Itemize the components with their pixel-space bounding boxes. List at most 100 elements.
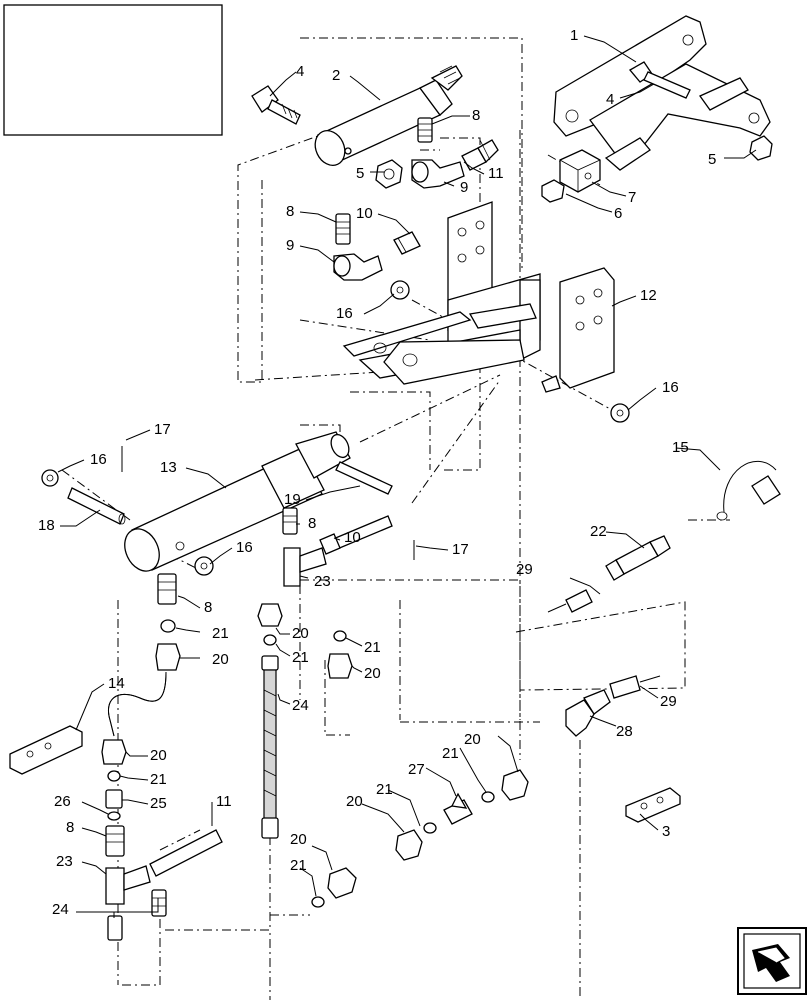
pin-part-18 bbox=[67, 487, 126, 525]
callout-29-a: 29 bbox=[516, 561, 533, 578]
callout-1: 1 bbox=[570, 27, 578, 44]
nut-part-20-bottom3 bbox=[501, 769, 529, 801]
callout-9-a: 9 bbox=[460, 179, 468, 196]
adapter-part-10-mid bbox=[393, 231, 421, 255]
callout-20-e: 20 bbox=[346, 793, 363, 810]
callout-24-b: 24 bbox=[52, 901, 69, 918]
ring-part-21-left-lower bbox=[107, 770, 121, 782]
hose-part-29-upper bbox=[547, 589, 593, 613]
hose-part-29-lower bbox=[609, 675, 661, 699]
arrow-back-icon[interactable] bbox=[737, 927, 807, 995]
callout-7: 7 bbox=[628, 189, 636, 206]
callout-20-d: 20 bbox=[150, 747, 167, 764]
callout-21-d: 21 bbox=[150, 771, 167, 788]
ring-part-21-left bbox=[160, 619, 176, 633]
washer-part-16-left bbox=[41, 469, 59, 487]
bolt-part-4-upper bbox=[251, 85, 301, 125]
fitting-part-25 bbox=[105, 789, 123, 809]
elbow-part-9-mid bbox=[333, 253, 383, 281]
hose-part-14-loop bbox=[108, 671, 167, 737]
callout-16-c: 16 bbox=[90, 451, 107, 468]
callout-20-f: 20 bbox=[290, 831, 307, 848]
elbow-part-28 bbox=[565, 689, 611, 737]
nut-part-5-bracket bbox=[749, 135, 773, 161]
adapter-part-24-right bbox=[151, 889, 167, 917]
callout-20-c: 20 bbox=[364, 665, 381, 682]
callout-8-d: 8 bbox=[204, 599, 212, 616]
fitting-part-8-upper bbox=[417, 117, 433, 143]
ring-part-26 bbox=[107, 811, 121, 821]
nut-part-20-left-lower bbox=[101, 739, 127, 765]
callout-11-b: 11 bbox=[216, 793, 232, 810]
nut-part-20-right bbox=[327, 653, 353, 679]
callout-4-bracket: 4 bbox=[606, 91, 614, 108]
fitting-part-8-bottom bbox=[105, 825, 125, 857]
callout-12: 12 bbox=[640, 287, 657, 304]
fitting-part-8-lower-right bbox=[282, 507, 298, 535]
hose-part-11-lower bbox=[149, 829, 223, 877]
washer-part-16-upper bbox=[390, 280, 410, 300]
callout-9-b: 9 bbox=[286, 237, 294, 254]
callout-23-b: 23 bbox=[56, 853, 73, 870]
callout-20-b: 20 bbox=[292, 625, 309, 642]
nut-part-20-bottom bbox=[327, 867, 357, 899]
callout-10-b: 10 bbox=[344, 529, 361, 546]
elbow-part-9-upper bbox=[411, 159, 465, 189]
frame-part-12 bbox=[342, 201, 615, 393]
block-part-7 bbox=[559, 149, 601, 193]
callout-27: 27 bbox=[408, 761, 425, 778]
fitting-part-8-mid bbox=[335, 213, 351, 245]
callout-21-c: 21 bbox=[364, 639, 381, 656]
callout-4-upper: 4 bbox=[296, 63, 304, 80]
ring-part-21-mid bbox=[263, 634, 277, 646]
callout-3: 3 bbox=[662, 823, 670, 840]
adapter-part-24-left bbox=[107, 915, 123, 941]
callout-14: 14 bbox=[108, 675, 125, 692]
pin-part-19 bbox=[335, 461, 393, 495]
nut-part-6 bbox=[541, 179, 565, 203]
callout-16-d: 16 bbox=[236, 539, 253, 556]
callout-21-f: 21 bbox=[290, 857, 307, 874]
washer-part-16-right bbox=[610, 403, 630, 423]
nut-part-5-upper bbox=[375, 159, 403, 189]
callout-20-a: 20 bbox=[212, 651, 229, 668]
lower-cylinder-part-13 bbox=[124, 431, 351, 572]
callout-16-b: 16 bbox=[662, 379, 679, 396]
tee-part-23-upper bbox=[283, 547, 327, 587]
callout-15: 15 bbox=[672, 439, 689, 456]
callout-23-a: 23 bbox=[314, 573, 331, 590]
bracket-part-1 bbox=[553, 15, 771, 171]
callout-24-a: 24 bbox=[292, 697, 309, 714]
callout-11-a: 11 bbox=[488, 165, 504, 182]
callout-5-bracket: 5 bbox=[708, 151, 716, 168]
assembly-dash-lines bbox=[61, 37, 730, 1000]
hose-part-24-mid bbox=[261, 655, 279, 839]
callout-13: 13 bbox=[160, 459, 177, 476]
callout-21-g: 21 bbox=[442, 745, 459, 762]
callout-2: 2 bbox=[332, 67, 340, 84]
callout-19: 19 bbox=[284, 491, 301, 508]
callout-labels: 1 2 4 4 5 5 6 7 8 8 8 8 8 9 9 10 10 11 1… bbox=[38, 27, 716, 918]
callout-17-b: 17 bbox=[452, 541, 469, 558]
callout-8-c: 8 bbox=[308, 515, 316, 532]
fitting-part-8-left bbox=[157, 573, 177, 605]
upper-cylinder-part-2 bbox=[314, 65, 463, 167]
callout-25: 25 bbox=[150, 795, 167, 812]
callout-16-a: 16 bbox=[336, 305, 353, 322]
callout-8-a: 8 bbox=[472, 107, 480, 124]
callout-17-a: 17 bbox=[154, 421, 171, 438]
tee-part-23-lower bbox=[105, 865, 151, 905]
coupler-part-22 bbox=[605, 535, 671, 581]
nut-part-20-bottom2 bbox=[395, 829, 423, 861]
callout-28: 28 bbox=[616, 723, 633, 740]
callout-10-a: 10 bbox=[356, 205, 373, 222]
ring-part-21-right bbox=[333, 630, 347, 642]
callout-6: 6 bbox=[614, 205, 622, 222]
callout-21-a: 21 bbox=[212, 625, 229, 642]
plate-part-14 bbox=[9, 725, 83, 775]
callout-18: 18 bbox=[38, 517, 55, 534]
ring-part-21-bottom3 bbox=[481, 791, 495, 803]
leader-lines bbox=[57, 35, 757, 918]
nipple-part-27 bbox=[443, 792, 473, 825]
